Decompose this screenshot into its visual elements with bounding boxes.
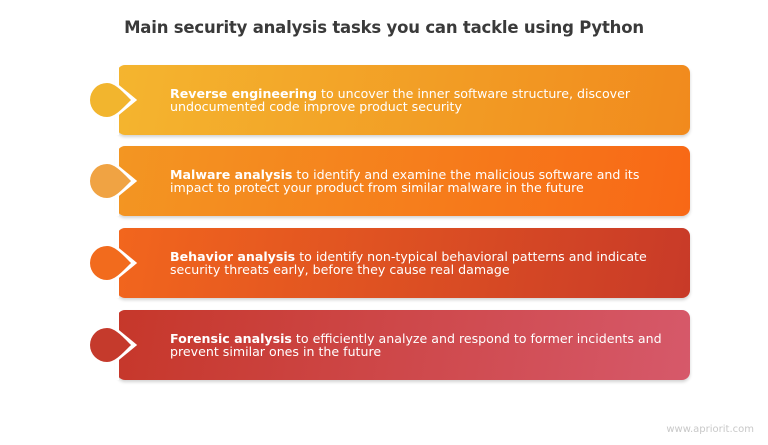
task-row-reverse-engineering: Reverse engineering to uncover the inner… [0,65,768,135]
task-row-forensic-analysis: Forensic analysis to efficiently analyze… [0,310,768,380]
teardrop-marker-icon [90,65,138,135]
teardrop-marker-icon [90,310,138,380]
task-description: to identify non-typical behavioral patte… [170,248,647,277]
task-heading: Reverse engineering [170,85,318,101]
task-text: Reverse engineering to uncover the inner… [170,65,680,135]
task-heading: Forensic analysis [170,330,292,346]
task-text: Behavior analysis to identify non-typica… [170,228,680,298]
task-text: Forensic analysis to efficiently analyze… [170,310,680,380]
teardrop-marker-icon [90,146,138,216]
task-bar [117,146,690,216]
task-bar [117,228,690,298]
task-text: Malware analysis to identify and examine… [170,146,680,216]
task-row-behavior-analysis: Behavior analysis to identify non-typica… [0,228,768,298]
website-watermark: www.apriorit.com [666,424,754,435]
task-heading: Malware analysis [170,166,293,182]
task-description: to uncover the inner software structure,… [170,85,631,114]
task-row-malware-analysis: Malware analysis to identify and examine… [0,146,768,216]
task-description: to identify and examine the malicious so… [170,166,640,195]
task-heading: Behavior analysis [170,248,296,264]
diagram-title: Main security analysis tasks you can tac… [124,18,644,37]
task-bar [117,310,690,380]
task-description: to efficiently analyze and respond to fo… [170,330,662,359]
teardrop-marker-icon [90,228,138,298]
task-bar [117,65,690,135]
